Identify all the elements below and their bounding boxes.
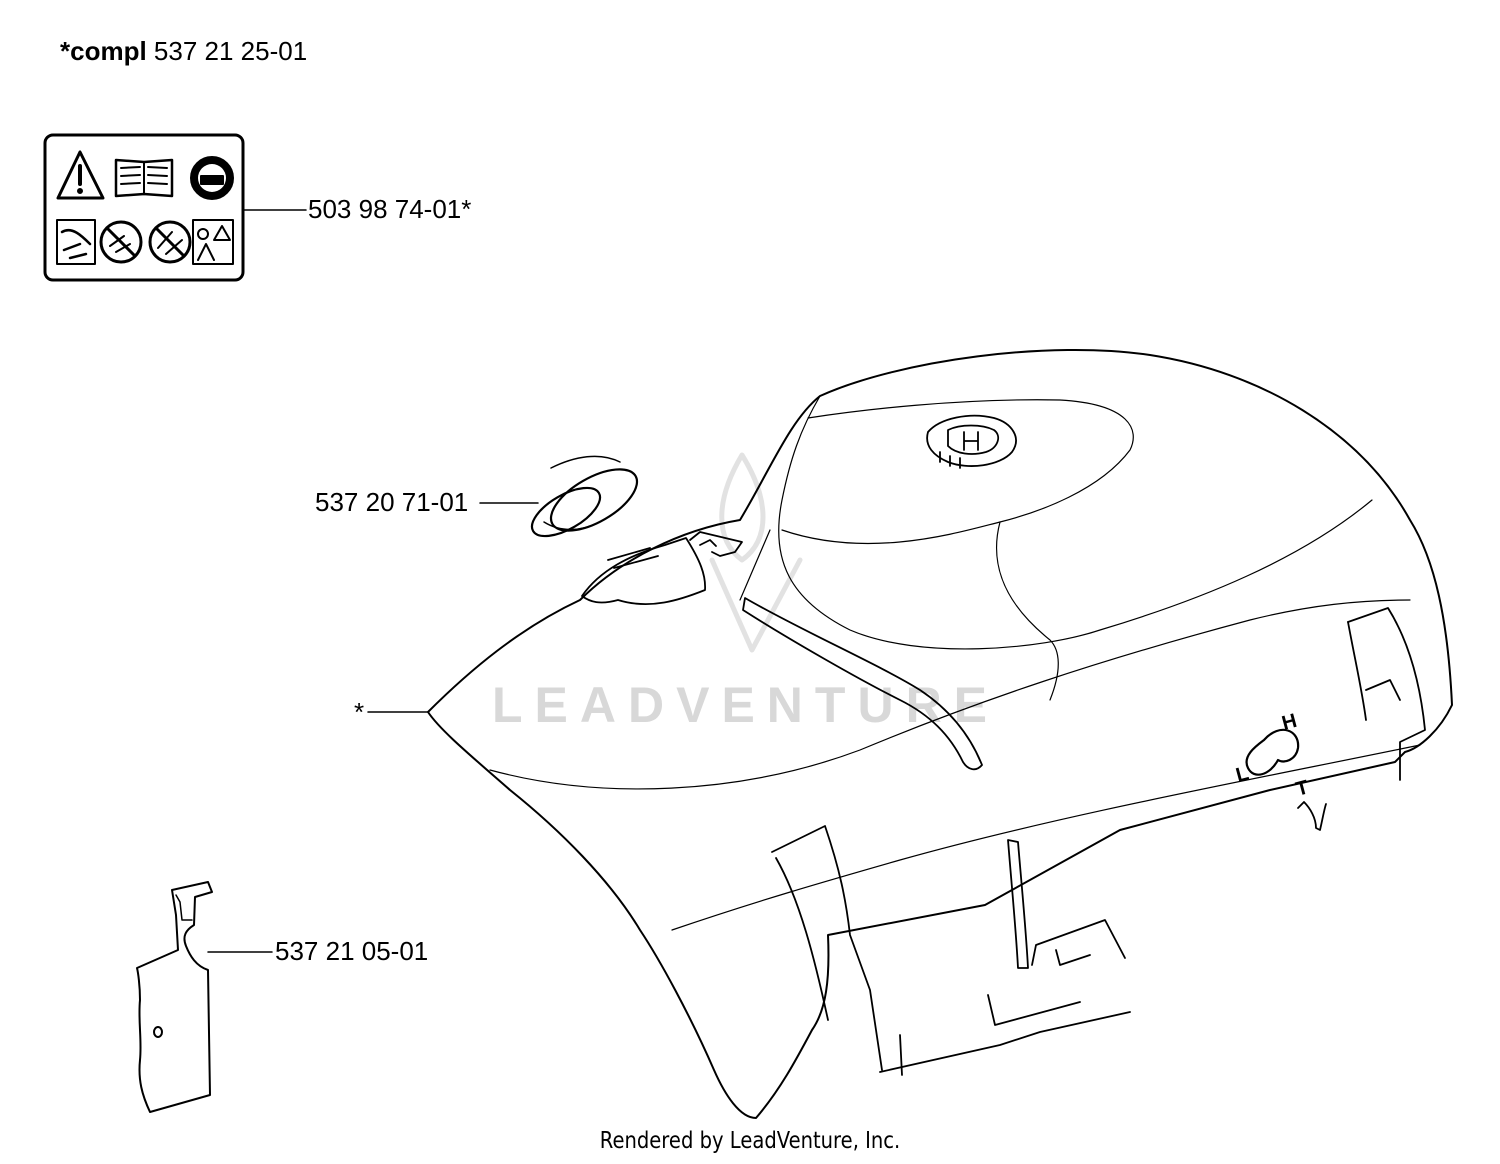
prohibited-one-hand-icon xyxy=(99,220,143,264)
air-intake-tab xyxy=(581,531,743,606)
cover-logo-panel xyxy=(781,399,1134,545)
callout-cover: * xyxy=(354,697,365,727)
cover-skirt-notch xyxy=(1297,801,1327,831)
warning-triangle-icon xyxy=(56,150,105,200)
footer-credit: Rendered by LeadVenture, Inc. xyxy=(599,1128,901,1154)
watermark-text: LEADVENTURE xyxy=(492,677,1000,733)
heat-shield-plate xyxy=(136,881,213,1113)
callout-plug: 537 20 71-01 xyxy=(315,487,469,517)
watermark-logo xyxy=(709,452,803,653)
lh-adjuster-symbol xyxy=(1245,728,1300,776)
brand-logo-icon xyxy=(926,414,1017,469)
assembly-number: 537 21 25-01 xyxy=(153,36,308,66)
hand-protection-icon xyxy=(192,219,234,265)
callout-plate: 537 21 05-01 xyxy=(275,936,429,966)
cover-side-panel xyxy=(1347,607,1426,781)
protective-gear-icon xyxy=(190,156,234,200)
cover-outline xyxy=(427,349,1453,1119)
assembly-header: *compl 537 21 25-01 xyxy=(60,36,307,67)
lh-adjuster-label-right: H xyxy=(1280,710,1300,735)
cylinder-cover xyxy=(427,349,1453,1119)
warning-decal xyxy=(43,133,245,282)
prohibited-tip-contact-icon xyxy=(148,220,192,264)
manual-book-icon xyxy=(114,158,174,198)
t-adjuster-label: T xyxy=(1294,776,1311,800)
cover-center-rib xyxy=(742,597,983,771)
callout-decal: 503 98 74-01* xyxy=(308,194,472,224)
kickback-hazard-icon xyxy=(56,219,96,265)
cover-lower-flanges xyxy=(771,825,1131,1076)
assembly-prefix: *compl xyxy=(60,36,147,66)
lh-adjuster-label-left: L xyxy=(1234,762,1251,786)
cover-top-ridge xyxy=(778,395,1373,650)
intake-boot xyxy=(530,455,639,538)
